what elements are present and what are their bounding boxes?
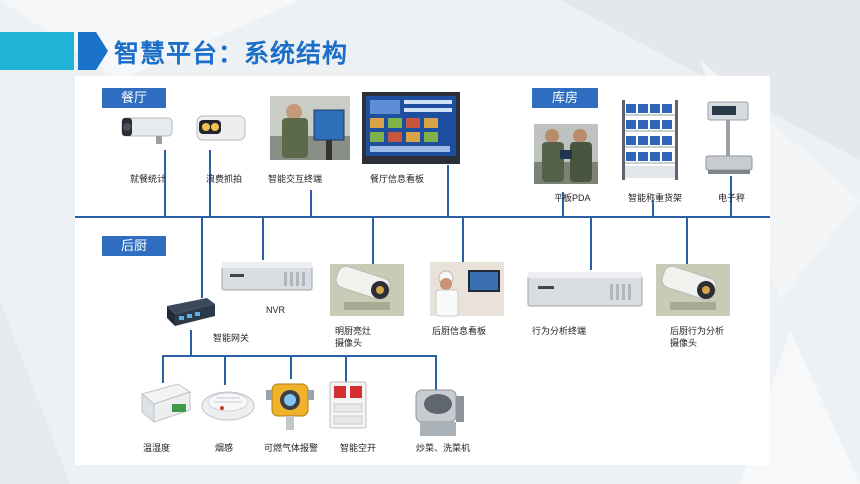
label-temp-humidity: 温湿度: [143, 443, 171, 453]
label-kitchen-board: 后厨信息看板: [432, 326, 487, 336]
header-accent-bar: [0, 32, 74, 70]
kitchen-camera-photo: [330, 264, 404, 316]
label-interactive-terminal: 智能交互终端: [268, 174, 323, 184]
nvr-device-icon: [221, 262, 313, 291]
drop-cook: [435, 355, 437, 391]
section-tag-warehouse: 库房: [532, 88, 598, 108]
weighing-shelf-photo: [622, 100, 678, 180]
electronic-scale-icon: [705, 101, 753, 174]
behavior-camera-photo: [656, 264, 730, 316]
section-tag-dining: 餐厅: [102, 88, 166, 108]
page-title: 智慧平台：系统结构: [114, 40, 349, 68]
label-behavior-terminal: 行为分析终端: [532, 326, 587, 336]
label-kitchen-camera-1: 明厨亮灶: [335, 326, 372, 336]
label-behavior-camera-1: 后厨行为分析: [670, 326, 725, 336]
interactive-terminal-photo: [270, 96, 350, 160]
up-bcam: [686, 218, 688, 270]
drop-shelf: [652, 200, 654, 216]
label-dining-board: 餐厅信息看板: [370, 174, 425, 184]
drop-terminal: [310, 190, 312, 216]
drop-smoke: [224, 355, 226, 385]
up-kcam: [372, 218, 374, 266]
gateway-down: [190, 330, 192, 356]
label-scale: 电子秤: [718, 193, 746, 203]
tablet-pda-photo: [534, 124, 598, 184]
label-smart-breaker: 智能空开: [340, 443, 377, 453]
label-weighing-shelf: 智能称重货架: [628, 193, 683, 203]
drop-gas: [290, 355, 292, 379]
drop-scale: [730, 176, 732, 216]
label-gateway: 智能网关: [213, 333, 250, 343]
label-nvr: NVR: [266, 305, 286, 315]
drop-breaker: [345, 355, 347, 383]
label-cooking-machine: 炒菜、洗菜机: [416, 443, 471, 453]
sensor-bus-line: [162, 355, 437, 357]
drop-temp: [162, 355, 164, 383]
behavior-terminal-icon: [527, 272, 643, 307]
dining-board-photo: [362, 92, 460, 164]
up-kboard: [462, 218, 464, 264]
drop-waste: [209, 150, 211, 216]
cooking-machine-icon: [415, 389, 464, 436]
smart-breaker-icon: [329, 381, 367, 429]
dome-bullet-camera-icon: [196, 115, 246, 141]
gateway-device-icon: [167, 298, 215, 326]
bullet-camera-icon: [121, 117, 173, 144]
label-waste-camera: 浪费抓拍: [206, 174, 243, 184]
up-behavior: [590, 218, 592, 270]
kitchen-board-photo: [430, 262, 504, 317]
up-gateway: [201, 218, 203, 298]
temp-humidity-sensor-icon: [140, 383, 192, 424]
section-tag-kitchen: 后厨: [102, 236, 166, 256]
gas-alarm-icon: [266, 383, 314, 430]
label-behavior-camera-2: 摄像头: [670, 338, 698, 348]
drop-pda: [562, 192, 564, 216]
smoke-detector-icon: [201, 391, 255, 421]
drop-checkout: [164, 150, 166, 216]
label-kitchen-camera-2: 摄像头: [335, 338, 363, 348]
main-bus-line: [75, 216, 770, 218]
label-smoke: 烟感: [215, 443, 234, 453]
label-tablet-pda: 平板PDA: [554, 193, 591, 203]
drop-board: [447, 165, 449, 216]
label-gas-alarm: 可燃气体报警: [264, 443, 319, 453]
up-nvr: [262, 218, 264, 260]
label-checkout-camera: 就餐统计: [130, 174, 167, 184]
